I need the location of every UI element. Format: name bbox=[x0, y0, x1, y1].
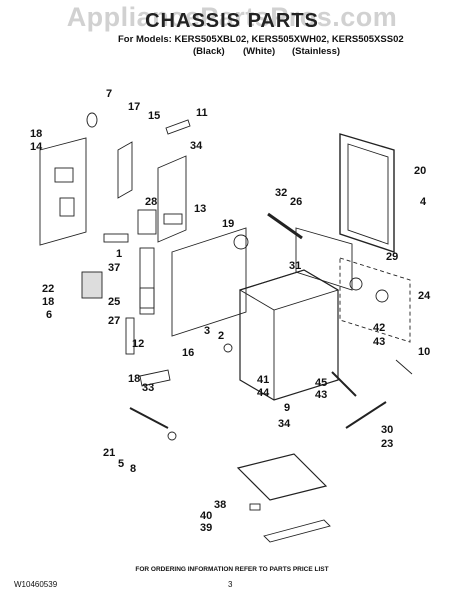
callout-label: 20 bbox=[414, 165, 427, 177]
callout-label: 34 bbox=[190, 140, 203, 152]
callout-label: 25 bbox=[108, 296, 121, 308]
callout-label: 19 bbox=[222, 218, 235, 230]
block-part bbox=[163, 213, 183, 225]
watermark: AppliancePartsPros.com bbox=[66, 2, 398, 32]
block-part bbox=[137, 209, 157, 235]
callout-label: 40 bbox=[200, 510, 213, 522]
callout-label: 27 bbox=[108, 315, 121, 327]
callout-label: 29 bbox=[386, 251, 399, 263]
screw-part bbox=[223, 343, 233, 353]
callout-label: 12 bbox=[132, 338, 145, 350]
callout-label: 14 bbox=[30, 141, 43, 153]
rail-part bbox=[139, 247, 155, 309]
callout-label: 28 bbox=[145, 196, 158, 208]
color-white: (White) bbox=[243, 46, 276, 57]
small-bracket-part bbox=[165, 119, 191, 135]
callout-label: 5 bbox=[118, 458, 125, 470]
callout-label: 23 bbox=[381, 438, 394, 450]
callout-label: 10 bbox=[418, 346, 431, 358]
callout-label: 1 bbox=[116, 248, 123, 260]
bracket-part bbox=[86, 112, 98, 128]
page-number: 3 bbox=[228, 580, 233, 589]
models-line: For Models: KERS505XBL02, KERS505XWH02, … bbox=[118, 34, 404, 45]
cord-part bbox=[395, 359, 413, 375]
callout-label: 8 bbox=[130, 463, 137, 475]
callout-label: 9 bbox=[284, 402, 291, 414]
fan-part bbox=[233, 234, 249, 250]
knob-part bbox=[375, 289, 389, 303]
callout-label: 3 bbox=[204, 325, 211, 337]
callout-label: 18 bbox=[128, 373, 141, 385]
callout-label: 42 bbox=[373, 322, 386, 334]
vertical-bracket-part bbox=[117, 141, 133, 199]
screw-part bbox=[167, 431, 177, 441]
vent-grille-part bbox=[81, 271, 103, 299]
footer-note: FOR ORDERING INFORMATION REFER TO PARTS … bbox=[135, 566, 329, 573]
drawer-part bbox=[236, 453, 328, 501]
side-panel-part bbox=[39, 137, 87, 246]
callout-label: 32 bbox=[275, 187, 288, 199]
panel-part bbox=[157, 155, 187, 243]
callout-label: 30 bbox=[381, 424, 394, 436]
callout-label: 44 bbox=[257, 387, 270, 399]
connector-part bbox=[103, 233, 129, 243]
callout-label: 2 bbox=[218, 330, 225, 342]
callout-label: 22 bbox=[42, 283, 55, 295]
callout-label: 17 bbox=[128, 101, 141, 113]
strip-45-part bbox=[331, 371, 357, 397]
door-glass-part bbox=[347, 143, 389, 245]
callout-label: 21 bbox=[103, 447, 116, 459]
callout-label: 31 bbox=[289, 260, 302, 272]
bracket-33-part bbox=[139, 369, 171, 387]
panel-29-part bbox=[295, 227, 353, 291]
clip-part bbox=[249, 503, 261, 511]
callout-label: 37 bbox=[108, 262, 121, 274]
callout-label: 15 bbox=[148, 110, 161, 122]
element-part bbox=[345, 401, 387, 429]
control-box-part bbox=[339, 257, 411, 343]
callout-label: 43 bbox=[315, 389, 328, 401]
color-stainless: (Stainless) bbox=[292, 46, 341, 57]
callout-label: 38 bbox=[214, 499, 227, 511]
callout-label: 43 bbox=[373, 336, 386, 348]
panel-plate-part bbox=[139, 287, 155, 315]
color-black: (Black) bbox=[193, 46, 225, 57]
trim-part bbox=[263, 519, 331, 543]
side-panel-vent bbox=[59, 197, 75, 217]
document-id: W10460539 bbox=[14, 580, 58, 589]
back-panel-part bbox=[171, 227, 247, 337]
callout-label: 26 bbox=[290, 196, 303, 208]
callout-label: 16 bbox=[182, 347, 195, 359]
callout-label: 4 bbox=[420, 196, 427, 208]
strip-part bbox=[125, 317, 135, 355]
door-frame-part bbox=[339, 133, 395, 253]
hinge-part bbox=[129, 407, 169, 429]
callout-label: 18 bbox=[30, 128, 43, 140]
knob-part bbox=[349, 277, 363, 291]
oven-top-part bbox=[238, 269, 340, 311]
rod-part bbox=[267, 212, 303, 240]
callout-label: 6 bbox=[46, 309, 53, 321]
callout-label: 34 bbox=[278, 418, 291, 430]
page-title: CHASSIS PARTS bbox=[145, 10, 319, 32]
callout-label: 24 bbox=[418, 290, 431, 302]
callout-label: 7 bbox=[106, 88, 113, 100]
callout-label: 18 bbox=[42, 296, 55, 308]
callout-label: 45 bbox=[315, 377, 328, 389]
side-panel-vent bbox=[54, 167, 74, 183]
callout-label: 33 bbox=[142, 382, 155, 394]
callout-label: 39 bbox=[200, 522, 213, 534]
callout-label: 13 bbox=[194, 203, 207, 215]
callout-label: 11 bbox=[196, 107, 208, 119]
callout-label: 41 bbox=[257, 374, 270, 386]
